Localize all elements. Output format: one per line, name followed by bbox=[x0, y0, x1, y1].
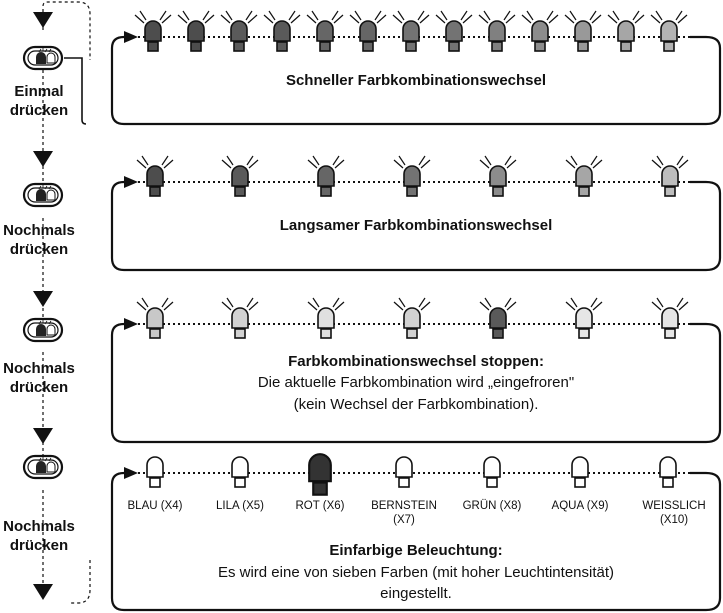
bulb-row-fast bbox=[134, 10, 688, 52]
color-label-blau: BLAU (X4) bbox=[115, 499, 195, 513]
bulb-icon bbox=[393, 155, 431, 197]
bulb-icon bbox=[607, 10, 645, 52]
bulb-icon bbox=[146, 456, 164, 488]
mode-title-stop: Farbkombinationswechsel stoppen: bbox=[288, 353, 544, 370]
press-label-line-2: drücken bbox=[9, 379, 69, 396]
mode-title-fast: Schneller Farbkombinationswechsel bbox=[285, 72, 547, 89]
bulb-icon bbox=[659, 456, 677, 488]
bulb-icon bbox=[263, 10, 301, 52]
bulb-icon bbox=[307, 297, 345, 339]
bulb-icon-active bbox=[308, 453, 332, 496]
bulb-icon bbox=[136, 155, 174, 197]
mode-box-stop bbox=[110, 322, 722, 444]
press-label-line-1: Nochmals bbox=[3, 518, 75, 535]
remote-button-3[interactable] bbox=[22, 317, 64, 343]
button-connectors bbox=[64, 57, 87, 125]
bulb-icon bbox=[221, 155, 259, 197]
press-label-4: Nochmals drücken bbox=[0, 517, 78, 555]
bulb-row-slow bbox=[136, 155, 689, 197]
bulb-icon-active bbox=[479, 297, 517, 339]
bulb-icon bbox=[349, 10, 387, 52]
color-label-weisslich: WEISSLICH (X10) bbox=[634, 499, 714, 527]
remote-button-4[interactable] bbox=[22, 454, 64, 480]
color-code: (X7) bbox=[393, 514, 415, 526]
bulb-icon bbox=[564, 10, 602, 52]
press-label-line-1: Einmal bbox=[14, 83, 64, 100]
press-label-line-2: drücken bbox=[9, 537, 69, 554]
bulb-icon bbox=[307, 155, 345, 197]
remote-button-1[interactable] bbox=[22, 45, 64, 71]
color-label-gruen: GRÜN (X8) bbox=[452, 499, 532, 513]
press-label-line-1: Nochmals bbox=[3, 360, 75, 377]
color-label-bernstein: BERNSTEIN (X7) bbox=[364, 499, 444, 527]
press-label-line-2: drücken bbox=[9, 102, 69, 119]
color-name: BLAU (X4) bbox=[127, 500, 183, 512]
bulb-icon bbox=[521, 10, 559, 52]
color-name: AQUA (X9) bbox=[551, 500, 609, 512]
bulb-icon bbox=[565, 297, 603, 339]
mode-text-single-2: eingestellt. bbox=[380, 585, 452, 602]
bulb-icon bbox=[306, 10, 344, 52]
mode-text-single-1: Es wird eine von sieben Farben (mit hohe… bbox=[217, 564, 615, 581]
color-label-aqua: AQUA (X9) bbox=[540, 499, 620, 513]
mode-title-slow: Langsamer Farbkombinationswechsel bbox=[279, 217, 553, 234]
bulb-icon bbox=[483, 456, 501, 488]
color-label-lila: LILA (X5) bbox=[200, 499, 280, 513]
mode-box-fast bbox=[110, 35, 722, 126]
bulb-icon bbox=[177, 10, 215, 52]
mode-text-stop-1: Die aktuelle Farbkombination wird „einge… bbox=[257, 374, 575, 391]
press-label-1: Einmal drücken bbox=[0, 82, 78, 120]
bulb-icon bbox=[651, 155, 689, 197]
press-label-line-1: Nochmals bbox=[3, 222, 75, 239]
color-name: WEISSLICH bbox=[642, 500, 706, 512]
press-label-line-2: drücken bbox=[9, 241, 69, 258]
bulb-icon bbox=[479, 155, 517, 197]
bulb-icon bbox=[392, 10, 430, 52]
color-name: BERNSTEIN bbox=[371, 500, 437, 512]
box-arrowheads bbox=[124, 31, 138, 479]
bulb-icon bbox=[220, 10, 258, 52]
bulb-icon bbox=[651, 297, 689, 339]
bulb-icon bbox=[134, 10, 172, 52]
bulb-icon bbox=[435, 10, 473, 52]
press-label-3: Nochmals drücken bbox=[0, 359, 78, 397]
color-code: (X10) bbox=[659, 514, 689, 526]
bulb-icon bbox=[565, 155, 603, 197]
bulb-row-stop bbox=[136, 297, 689, 339]
bulb-icon bbox=[478, 10, 516, 52]
color-name: GRÜN (X8) bbox=[462, 500, 522, 512]
cycle-arrowheads bbox=[33, 12, 53, 600]
mode-box-single bbox=[110, 471, 722, 612]
mode-title-single: Einfarbige Beleuchtung: bbox=[329, 542, 503, 559]
color-name: ROT (X6) bbox=[295, 500, 345, 512]
press-label-2: Nochmals drücken bbox=[0, 221, 78, 259]
bulb-icon bbox=[231, 456, 249, 488]
bulb-icon bbox=[221, 297, 259, 339]
bulb-row-single bbox=[146, 453, 677, 496]
mode-text-stop-2: (kein Wechsel der Farbkombination). bbox=[293, 396, 539, 413]
bulb-icon bbox=[395, 456, 413, 488]
mode-box-slow bbox=[110, 180, 722, 272]
remote-button-2[interactable] bbox=[22, 182, 64, 208]
bulb-icon bbox=[136, 297, 174, 339]
cycle-connector bbox=[42, 1, 91, 604]
color-name: LILA (X5) bbox=[216, 500, 264, 512]
bulb-icon bbox=[393, 297, 431, 339]
color-label-rot: ROT (X6) bbox=[280, 499, 360, 513]
bulb-icon bbox=[650, 10, 688, 52]
bulb-icon bbox=[571, 456, 589, 488]
